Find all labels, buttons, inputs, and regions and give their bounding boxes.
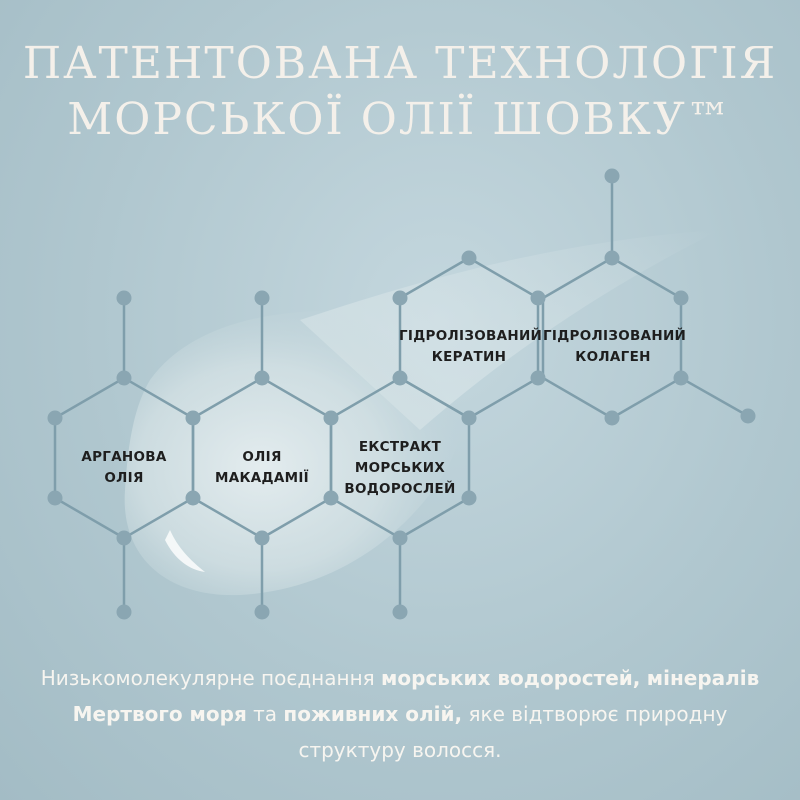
- atom: [254, 530, 270, 546]
- page-title: ПАТЕНТОВАНА ТЕХНОЛОГІЯ МОРСЬКОЇ ОЛІЇ ШОВ…: [0, 36, 800, 148]
- label-seaweed-line-3: ВОДОРОСЛЕЙ: [344, 481, 456, 497]
- atom: [254, 290, 270, 306]
- title-line-2: МОРСЬКОЇ ОЛІЇ ШОВКУ™: [67, 94, 733, 145]
- atom: [530, 290, 546, 306]
- label-macadamia-line-1: ОЛІЯ: [242, 449, 282, 465]
- oil-drop: [124, 310, 465, 596]
- atom: [116, 604, 132, 620]
- atom: [254, 370, 270, 386]
- atom: [604, 250, 620, 266]
- atom: [47, 490, 63, 506]
- atom: [323, 410, 339, 426]
- description-bold-seaweed: морських водоростей,: [381, 666, 641, 690]
- atom: [185, 410, 201, 426]
- atom: [116, 290, 132, 306]
- label-macadamia-line-2: МАКАДАМІЇ: [214, 470, 310, 486]
- label-hydrolyzed-keratin: ГІДРОЛІЗОВАНИЙ КЕРАТИН: [399, 326, 543, 368]
- label-keratin-line-2: КЕРАТИН: [431, 349, 507, 365]
- label-macadamia-oil: ОЛІЯ МАКАДАМІЇ: [197, 447, 327, 489]
- description-part-1: Низькомолекулярне поєднання: [40, 666, 382, 690]
- atom: [392, 290, 408, 306]
- atom: [392, 530, 408, 546]
- atom: [392, 370, 408, 386]
- title-line-1: ПАТЕНТОВАНА ТЕХНОЛОГІЯ: [22, 38, 778, 89]
- label-hydrolyzed-collagen: ГІДРОЛІЗОВАНИЙ КОЛАГЕН: [543, 326, 687, 368]
- label-argan-line-1: АРГАНОВА: [81, 449, 167, 465]
- atom: [461, 250, 477, 266]
- atom: [116, 370, 132, 386]
- description-part-3: та: [246, 702, 284, 726]
- description: Низькомолекулярне поєднання морських вод…: [30, 660, 770, 768]
- description-part-4: яке відтворює природну структуру волосся…: [298, 702, 728, 762]
- atom: [604, 168, 620, 184]
- description-bold-oils: поживних олій,: [283, 702, 463, 726]
- atom: [461, 410, 477, 426]
- atom: [673, 290, 689, 306]
- atom: [116, 530, 132, 546]
- label-seaweed-line-2: МОРСЬКИХ: [354, 460, 446, 476]
- atom: [461, 490, 477, 506]
- label-argan-line-2: ОЛІЯ: [104, 470, 144, 486]
- label-collagen-line-1: ГІДРОЛІЗОВАНИЙ: [543, 328, 687, 344]
- atom: [604, 410, 620, 426]
- atom: [323, 490, 339, 506]
- oil-drop-highlight: [165, 530, 205, 572]
- atom: [254, 604, 270, 620]
- atom: [47, 410, 63, 426]
- atom: [740, 408, 756, 424]
- atom: [185, 490, 201, 506]
- atom: [530, 370, 546, 386]
- molecule-atoms: [47, 168, 756, 620]
- atom: [392, 604, 408, 620]
- label-collagen-line-2: КОЛАГЕН: [575, 349, 651, 365]
- label-seaweed-line-1: ЕКСТРАКТ: [358, 439, 442, 455]
- description-bold-minerals: мінералів Мертвого моря: [72, 666, 760, 726]
- label-argan-oil: АРГАНОВА ОЛІЯ: [64, 447, 184, 489]
- label-seaweed-extract: ЕКСТРАКТ МОРСЬКИХ ВОДОРОСЛЕЙ: [330, 437, 470, 500]
- label-keratin-line-1: ГІДРОЛІЗОВАНИЙ: [399, 328, 543, 344]
- atom: [673, 370, 689, 386]
